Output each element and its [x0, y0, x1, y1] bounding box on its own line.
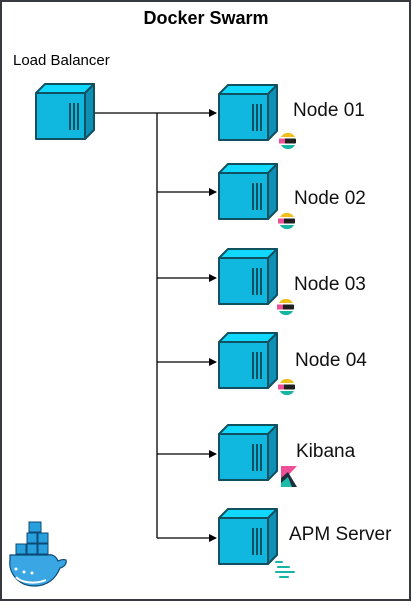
- apm-server-label: APM Server: [289, 524, 392, 545]
- apm-logo-icon: [275, 561, 295, 578]
- docker-whale-logo: [9, 521, 67, 587]
- connector-lines: [93, 109, 217, 542]
- node-03-container-icon[interactable]: [218, 248, 278, 305]
- node-02-label: Node 02: [294, 188, 366, 209]
- load-balancer-container-icon[interactable]: [35, 83, 95, 140]
- kibana-label: Kibana: [296, 441, 356, 462]
- node-04-label: Node 04: [295, 350, 367, 371]
- node-02-container-icon[interactable]: [218, 163, 278, 220]
- load-balancer-label: Load Balancer: [13, 52, 110, 69]
- kibana-container-icon[interactable]: [218, 424, 278, 481]
- node-04-container-icon[interactable]: [218, 332, 278, 389]
- node-01-container-icon[interactable]: [218, 84, 278, 141]
- apm-server-container-icon[interactable]: [218, 508, 278, 565]
- node-01-label: Node 01: [293, 100, 365, 121]
- node-03-label: Node 03: [294, 274, 366, 295]
- kibana-logo-icon: [281, 466, 297, 487]
- diagram-title: Docker Swarm: [143, 8, 269, 28]
